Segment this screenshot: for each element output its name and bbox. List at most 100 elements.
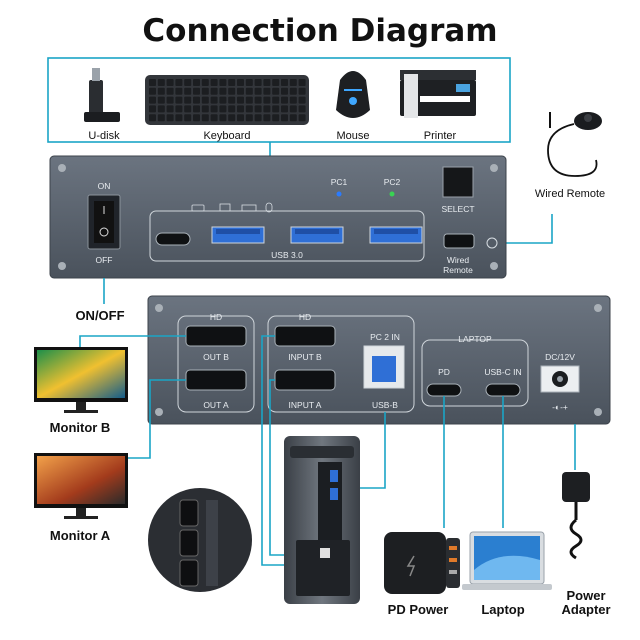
keyboard-key <box>254 96 262 104</box>
keyboard-key <box>245 79 253 86</box>
laptop-group-label: LAPTOP <box>458 334 492 344</box>
usb-c-in-port[interactable] <box>485 383 521 397</box>
kvm-top-panel: ON OFF PC1 PC2 SELECT USB <box>49 155 507 279</box>
mouse-label: Mouse <box>336 130 369 142</box>
keyboard-key <box>175 87 183 95</box>
keyboard-key <box>184 114 192 122</box>
remote-icon <box>486 237 498 249</box>
keyboard-key <box>184 96 192 104</box>
keyboard-key <box>263 105 271 113</box>
keyboard-key <box>219 87 227 95</box>
monitor-a-icon <box>34 453 128 519</box>
pc2-led <box>389 191 395 197</box>
usb-b-label: USB-B <box>372 400 398 410</box>
hdmi-input-a-port[interactable] <box>274 369 336 391</box>
keyboard-key <box>228 96 236 104</box>
pd-power-label: PD Power <box>388 602 449 617</box>
keyboard-key <box>149 114 156 122</box>
usb-port-2[interactable] <box>290 226 344 244</box>
pd-charger-icon <box>384 532 460 594</box>
keyboard-key <box>298 114 306 122</box>
keyboard-key <box>175 96 183 104</box>
usb-port-3[interactable] <box>369 226 423 244</box>
keyboard-key <box>149 87 156 95</box>
wired-remote-port-label-2: Remote <box>443 265 473 275</box>
keyboard-key <box>201 114 209 122</box>
keyboard-key <box>193 105 200 113</box>
hd-label-out: HD <box>210 312 222 322</box>
keyboard-key <box>219 79 227 86</box>
keyboard-key <box>254 87 262 95</box>
keyboard-key <box>193 96 200 104</box>
wired-remote-icon <box>547 112 602 177</box>
keyboard-key <box>298 87 306 95</box>
keyboard-key <box>219 105 227 113</box>
power-switch[interactable] <box>87 194 121 250</box>
hdmi-input-b-port[interactable] <box>274 325 336 347</box>
laptop-label: Laptop <box>481 602 524 617</box>
page-title: Connection Diagram <box>142 13 497 49</box>
select-button[interactable] <box>442 166 474 198</box>
wired-remote-port[interactable] <box>443 233 475 249</box>
keyboard-key <box>201 96 209 104</box>
mouse-icon <box>336 71 370 118</box>
keyboard-key <box>201 79 209 86</box>
power-adapter-label-1: Power <box>566 588 605 603</box>
keyboard-key <box>237 114 244 122</box>
keyboard-key <box>175 114 183 122</box>
keyboard-key <box>272 105 280 113</box>
keyboard-key <box>166 79 174 86</box>
power-adapter-label-2: Adapter <box>561 602 610 617</box>
keyboard-key <box>272 87 280 95</box>
pd-usb-c-port[interactable] <box>426 383 462 397</box>
keyboard-key <box>289 96 297 104</box>
keyboard-key <box>245 87 253 95</box>
keyboard-key <box>166 87 174 95</box>
keyboard-key <box>281 79 288 86</box>
dc-label: DC/12V <box>545 352 575 362</box>
keyboard-key <box>298 96 306 104</box>
keyboard-key <box>263 87 271 95</box>
u-disk-label: U-disk <box>88 130 120 142</box>
pc1-led <box>336 191 342 197</box>
keyboard-key <box>193 87 200 95</box>
peripherals-box <box>47 57 511 143</box>
keyboard-key <box>281 96 288 104</box>
polarity-label: -◐-+ <box>552 402 568 412</box>
keyboard-key <box>263 114 271 122</box>
keyboard-key <box>219 114 227 122</box>
keyboard-key <box>193 114 200 122</box>
keyboard-key <box>166 105 174 113</box>
keyboard-key <box>175 105 183 113</box>
keyboard-key <box>175 79 183 86</box>
usb-c-port[interactable] <box>155 232 191 246</box>
hd-label-in: HD <box>299 312 311 322</box>
keyboard-key <box>237 79 244 86</box>
pc2-label: PC2 <box>384 177 401 187</box>
usb-c-in-label: USB-C IN <box>484 367 521 377</box>
usb-port-1[interactable] <box>211 226 265 244</box>
keyboard-key <box>149 96 156 104</box>
keyboard-key <box>210 114 218 122</box>
keyboard-key <box>157 114 165 122</box>
wired-remote-label: Wired Remote <box>535 188 605 200</box>
keyboard-key <box>210 105 218 113</box>
keyboard-key <box>184 79 192 86</box>
keyboard-key <box>228 79 236 86</box>
keyboard-key <box>237 105 244 113</box>
hdmi-out-b-port[interactable] <box>185 325 247 347</box>
usb-label: USB 3.0 <box>271 250 303 260</box>
keyboard-key <box>184 105 192 113</box>
keyboard-key <box>193 79 200 86</box>
on-off-label: ON/OFF <box>75 308 124 323</box>
hdmi-out-a-port[interactable] <box>185 369 247 391</box>
keyboard-key <box>281 87 288 95</box>
keyboard-key <box>157 96 165 104</box>
power-on-label: ON <box>98 181 111 191</box>
keyboard-icon <box>145 75 309 125</box>
keyboard-key <box>272 79 280 86</box>
keyboard-key <box>210 87 218 95</box>
power-off-label: OFF <box>96 255 113 265</box>
keyboard-label: Keyboard <box>203 130 250 142</box>
keyboard-key <box>228 87 236 95</box>
